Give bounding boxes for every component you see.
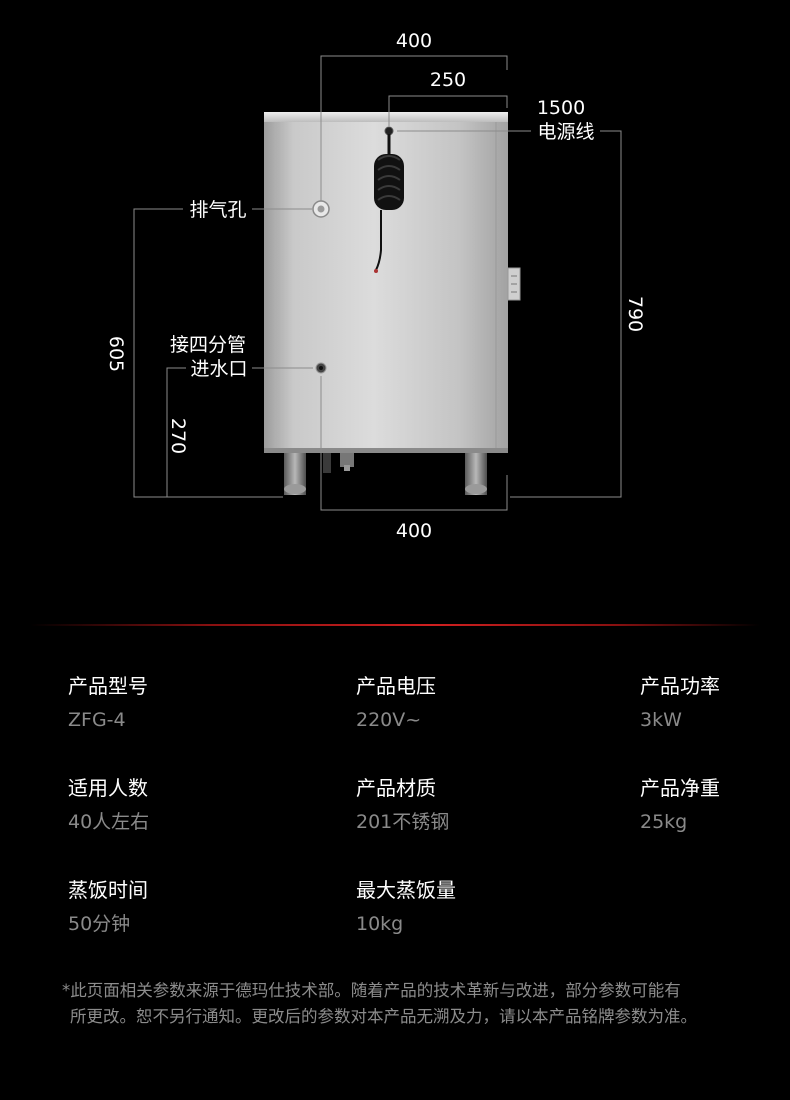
cable-label: 电源线	[537, 121, 594, 143]
spec-label: 蒸饭时间	[68, 878, 148, 902]
spec-label: 产品电压	[356, 674, 436, 698]
disclaimer-line-1: *此页面相关参数来源于德玛仕技术部。随着产品的技术革新与改进，部分参数可能有	[62, 981, 681, 1000]
spec-value: ZFG-4	[68, 709, 126, 731]
dim-height-inlet: 270	[167, 418, 189, 454]
spec-label: 产品功率	[640, 674, 720, 698]
spec-value: 201不锈钢	[356, 811, 450, 833]
spec-max-capacity: 最大蒸饭量 10kg	[356, 878, 456, 936]
spec-value: 25kg	[640, 811, 688, 833]
spec-value: 220V~	[356, 709, 422, 731]
power-cable-icon	[374, 126, 404, 273]
spec-label: 产品型号	[68, 674, 148, 698]
spec-power: 产品功率 3kW	[640, 674, 720, 732]
spec-net-weight: 产品净重 25kg	[640, 776, 720, 834]
dim-cable-length: 1500	[537, 97, 585, 119]
spec-label: 适用人数	[68, 776, 148, 800]
dim-height-total: 790	[624, 296, 646, 332]
spec-label: 最大蒸饭量	[356, 878, 456, 902]
spec-steam-time: 蒸饭时间 50分钟	[68, 878, 148, 936]
disclaimer-line-2: 所更改。恕不另行通知。更改后的参数对本产品无溯及力，请以本产品铭牌参数为准。	[70, 1007, 697, 1026]
dim-bottom-width: 400	[396, 520, 432, 542]
water-inlet-icon	[315, 362, 327, 374]
steamer-legs	[284, 453, 487, 495]
dim-height-vent: 605	[105, 336, 127, 372]
inlet-label-line2: 进水口	[190, 358, 247, 380]
spec-label: 产品材质	[356, 776, 436, 800]
dim-top-width: 400	[396, 30, 432, 52]
dimension-diagram: 400 250 1500 电源线 排气孔 接四分管 进水口 400 790 60…	[105, 30, 646, 542]
dim-inner-width: 250	[430, 69, 466, 91]
spec-material: 产品材质 201不锈钢	[356, 776, 449, 834]
spec-value: 10kg	[356, 913, 404, 935]
spec-capacity-people: 适用人数 40人左右	[68, 776, 149, 834]
spec-label: 产品净重	[640, 776, 720, 800]
section-divider	[30, 624, 760, 626]
spec-value: 40人左右	[68, 811, 150, 833]
vent-label: 排气孔	[189, 199, 246, 221]
inlet-label-line1: 接四分管	[170, 334, 246, 356]
spec-voltage: 产品电压 220V~	[356, 674, 436, 732]
spec-model: 产品型号 ZFG-4	[68, 674, 148, 732]
spec-value: 3kW	[640, 709, 682, 731]
disclaimer-note: *此页面相关参数来源于德玛仕技术部。随着产品的技术革新与改进，部分参数可能有 所…	[62, 978, 762, 1030]
vent-hole-icon	[312, 200, 330, 218]
spec-value: 50分钟	[68, 913, 131, 935]
dimension-lines	[133, 55, 622, 511]
